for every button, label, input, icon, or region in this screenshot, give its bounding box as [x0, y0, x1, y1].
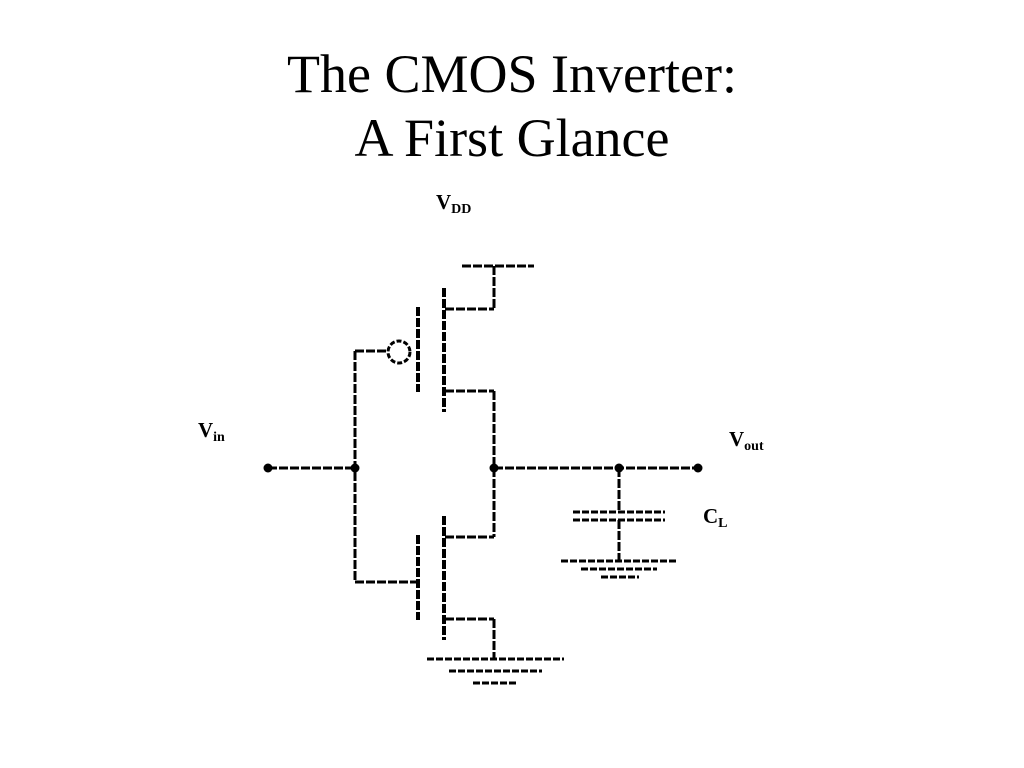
pmos-transistor [386, 288, 494, 412]
vin-label-main: V [198, 418, 214, 442]
vdd-label-main: V [436, 190, 452, 214]
pmos-inversion-bubble [386, 339, 412, 365]
ground-symbol-capacitor [561, 559, 677, 579]
vin-label-sub: in [213, 430, 225, 445]
output-junction [489, 463, 499, 473]
cl-label-main: C [703, 504, 719, 528]
input-wire [263, 463, 360, 473]
vdd-label: VDD [436, 190, 471, 217]
vin-terminal [263, 463, 273, 473]
nmos-transistor [416, 516, 496, 659]
load-capacitor [573, 468, 665, 561]
vout-label-sub: out [744, 439, 764, 454]
cl-label-sub: L [718, 516, 728, 531]
output-wire [489, 391, 703, 537]
vdd-label-sub: DD [451, 202, 472, 217]
ground-symbol-nmos [427, 657, 564, 685]
slide-title-line2: A First Glance [354, 108, 670, 168]
vout-label: Vout [729, 427, 764, 454]
vout-terminal [693, 463, 703, 473]
gate-wiring [353, 349, 418, 584]
vout-label-main: V [729, 427, 745, 451]
slide-title: The CMOS Inverter: A First Glance [0, 42, 1024, 170]
cl-label: CL [703, 504, 728, 531]
vdd-rail [462, 264, 534, 309]
slide-title-line1: The CMOS Inverter: [287, 44, 737, 104]
vin-label: Vin [198, 418, 225, 445]
input-junction [350, 463, 360, 473]
